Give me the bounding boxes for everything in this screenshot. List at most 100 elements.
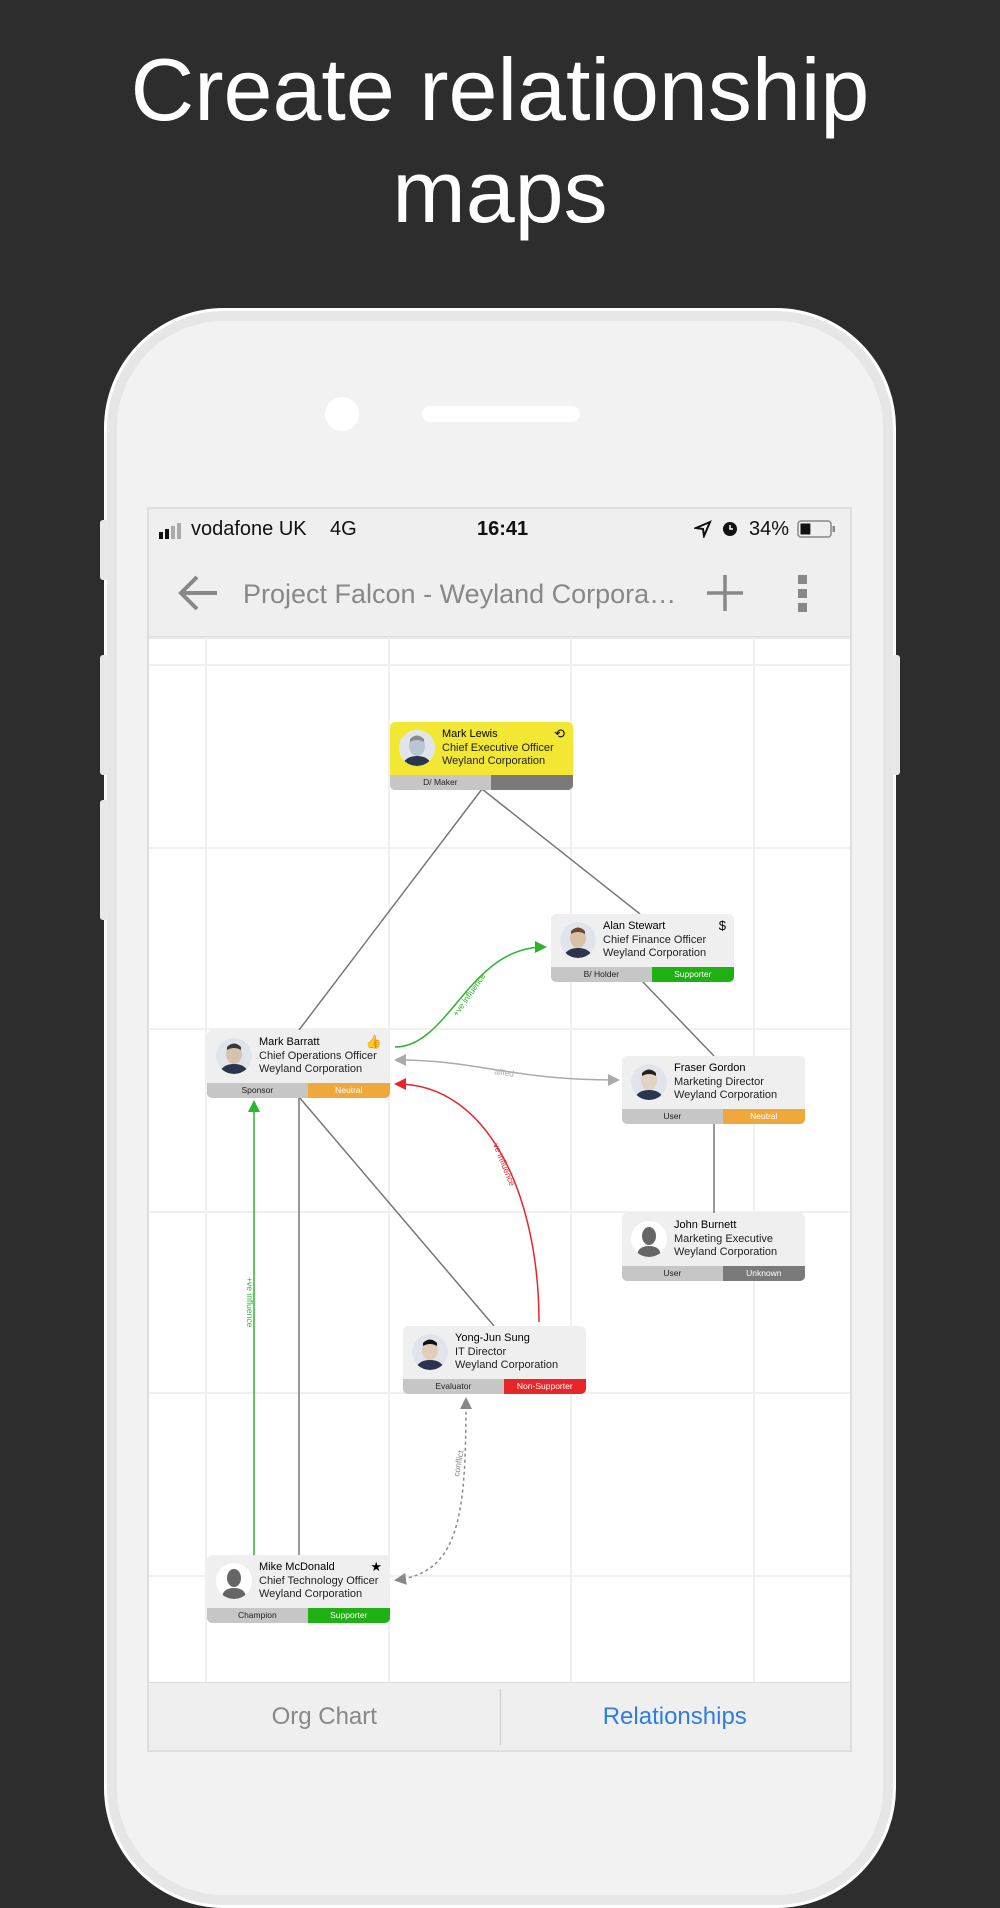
avatar-placeholder-icon <box>216 1563 252 1599</box>
connections-layer: +ve influence allied -ve influence +ve i… <box>245 788 715 1585</box>
phone-power-button <box>892 655 900 775</box>
person-company: Weyland Corporation <box>674 1089 778 1101</box>
signal-icon <box>159 522 185 545</box>
page-title: Project Falcon - Weyland Corpora… <box>243 579 677 609</box>
more-menu-button[interactable] <box>797 573 809 618</box>
avatar <box>631 1064 667 1100</box>
person-name: Mark Lewis <box>442 728 498 740</box>
role-badge: Sponsor <box>207 1083 308 1098</box>
relationship-negative-influence <box>394 1078 540 1323</box>
person-title: Chief Executive Officer <box>442 741 554 754</box>
phone-volume-down <box>100 800 108 920</box>
relationship-positive-influence <box>394 941 547 1048</box>
bottom-tab-bar: Org Chart Relationships <box>149 1682 850 1750</box>
battery-percent: 34% <box>749 518 790 540</box>
role-badge: Evaluator <box>403 1379 504 1394</box>
person-title: Chief Finance Officer <box>603 933 707 946</box>
relationship-label: conflict <box>451 1449 466 1477</box>
location-icon <box>692 520 712 544</box>
app-screen: vodafone UK 4G 16:41 34% Project Falcon … <box>147 507 852 1752</box>
rotate-icon: ⟲ <box>554 726 565 741</box>
person-name: Yong-Jun Sung <box>455 1332 530 1344</box>
relationship-conflict <box>394 1397 472 1585</box>
person-title: Marketing Director <box>674 1075 764 1088</box>
battery-icon <box>797 520 837 544</box>
phone-speaker <box>422 406 580 422</box>
relationship-allied <box>394 1054 620 1086</box>
star-icon: ★ <box>370 1559 382 1574</box>
reporting-line <box>641 980 715 1057</box>
network-type: 4G <box>330 518 357 540</box>
back-button[interactable] <box>177 573 219 618</box>
status-badge: Supporter <box>307 1608 390 1623</box>
person-company: Weyland Corporation <box>259 1063 363 1075</box>
tab-org-chart[interactable]: Org Chart <box>271 1703 377 1730</box>
alarm-icon <box>721 519 739 543</box>
status-badge: Unknown <box>722 1266 805 1281</box>
avatar <box>560 922 596 958</box>
dollar-icon: $ <box>718 918 726 933</box>
phone-volume-up <box>100 655 108 775</box>
relationship-label: +ve influence <box>450 971 487 1018</box>
person-company: Weyland Corporation <box>455 1359 559 1371</box>
avatar <box>216 1038 252 1074</box>
status-badge: Non-Supporter <box>503 1379 586 1394</box>
person-name: Alan Stewart <box>603 920 666 932</box>
tab-relationships[interactable]: Relationships <box>602 1703 747 1730</box>
person-title: Chief Operations Officer <box>259 1049 377 1062</box>
relationship-label: -ve influence <box>490 1139 517 1188</box>
person-name: Mike McDonald <box>259 1561 335 1573</box>
phone-side-button <box>100 520 108 580</box>
role-badge: D/ Maker <box>390 775 491 790</box>
status-badge: Neutral <box>307 1083 390 1098</box>
role-badge: Champion <box>207 1608 308 1623</box>
role-badge: User <box>622 1266 723 1281</box>
avatar-placeholder-icon <box>631 1221 667 1257</box>
person-title: Chief Technology Officer <box>259 1574 379 1587</box>
tab-divider <box>500 1689 501 1745</box>
carrier: vodafone UK <box>191 518 307 540</box>
relationship-label: allied <box>494 1066 515 1079</box>
nav-bar: Project Falcon - Weyland Corpora… <box>149 549 850 637</box>
arrow-left-icon <box>178 575 217 611</box>
clock: 16:41 <box>477 518 529 540</box>
status-badge <box>490 775 573 790</box>
person-name: Fraser Gordon <box>674 1062 746 1074</box>
status-bar: vodafone UK 4G 16:41 34% <box>149 509 850 549</box>
avatar <box>399 730 435 766</box>
person-name: Mark Barratt <box>259 1036 320 1048</box>
phone-camera <box>325 397 359 431</box>
person-name: John Burnett <box>674 1219 737 1231</box>
status-badge: Supporter <box>651 967 734 982</box>
person-title: Marketing Executive <box>674 1232 774 1245</box>
relationship-map-canvas[interactable]: +ve influence allied -ve influence +ve i… <box>149 637 850 1686</box>
thumbs-up-icon: 👍 <box>365 1034 382 1049</box>
avatar <box>412 1334 448 1370</box>
person-company: Weyland Corporation <box>259 1588 363 1600</box>
add-button[interactable] <box>705 573 745 618</box>
person-company: Weyland Corporation <box>603 947 707 959</box>
relationship-label: +ve influence <box>245 1277 255 1328</box>
plus-icon <box>707 575 743 611</box>
person-company: Weyland Corporation <box>674 1246 778 1258</box>
role-badge: B/ Holder <box>551 967 652 982</box>
reporting-line <box>298 1096 495 1327</box>
